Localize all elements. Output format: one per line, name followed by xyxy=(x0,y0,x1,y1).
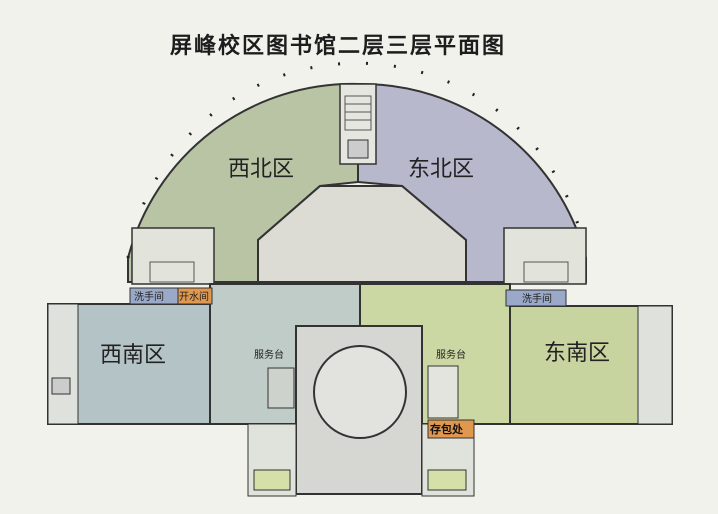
se-lower-green xyxy=(427,469,467,491)
nw-stair xyxy=(131,227,215,285)
map-title: 屏峰校区图书馆二层三层平面图 xyxy=(170,33,507,59)
washroom-east-label: 洗手间 xyxy=(522,292,552,305)
east-end-stair xyxy=(637,305,673,425)
sw-lower-green xyxy=(253,469,291,491)
ne-stair xyxy=(503,227,587,285)
central-rotunda xyxy=(313,345,407,439)
boiler-room-box[interactable] xyxy=(177,287,213,305)
washroom-west-label: 洗手间 xyxy=(134,290,164,303)
service-desk-east-label: 服务台 xyxy=(436,348,466,361)
boiler-room-label: 开水间 xyxy=(179,290,209,303)
washroom-east-box[interactable] xyxy=(505,289,567,307)
zone-southeast-label: 东南区 xyxy=(544,341,610,366)
zone-northwest-label: 西北区 xyxy=(228,157,294,182)
west-service-desk-shape xyxy=(267,367,295,409)
west-end-elevator xyxy=(51,377,71,395)
zone-northeast-label: 东北区 xyxy=(408,157,474,182)
nw-stair-flight xyxy=(149,261,195,283)
atrium-void xyxy=(257,185,467,283)
bag-storage-box[interactable] xyxy=(427,419,475,439)
service-desk-west-label: 服务台 xyxy=(254,348,284,361)
bag-storage-label: 存包处 xyxy=(430,422,464,436)
north-stair-flight xyxy=(344,95,372,131)
west-end-stair xyxy=(47,303,79,425)
north-elevator xyxy=(347,139,369,159)
ne-stair-flight xyxy=(523,261,569,283)
zone-southwest-label: 西南区 xyxy=(100,343,166,368)
east-service-desk-shape xyxy=(427,365,459,419)
